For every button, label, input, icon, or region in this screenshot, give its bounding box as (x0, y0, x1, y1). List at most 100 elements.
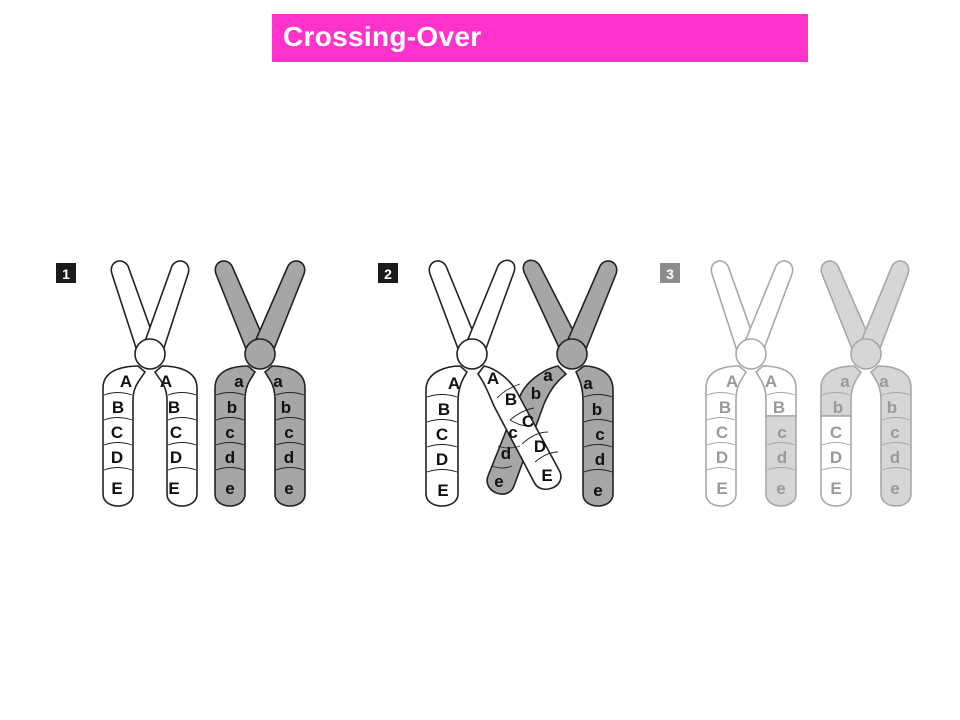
chromatid-right (153, 365, 198, 507)
allele-label: B (168, 398, 180, 417)
allele-label: e (890, 479, 899, 498)
centromere (556, 338, 588, 370)
allele-label: d (501, 444, 511, 463)
step-3-chromosome-dark (820, 260, 912, 507)
step-2: 2 (378, 259, 618, 507)
allele-label: c (890, 423, 899, 442)
allele-label: d (777, 448, 787, 467)
chromatid-right-lower (765, 415, 797, 507)
centromere (850, 338, 882, 370)
chromatid-arm (464, 259, 516, 356)
allele-label: C (522, 412, 534, 431)
allele-label: e (593, 481, 602, 500)
centromere (456, 338, 488, 370)
step-3-labels-dark: a b C D E a b c d e (830, 372, 900, 498)
chromatid-left (214, 365, 257, 507)
allele-label: b (281, 398, 291, 417)
allele-label: c (595, 425, 604, 444)
allele-label: E (716, 479, 727, 498)
page-title: Crossing-Over (283, 21, 482, 52)
allele-label: E (111, 479, 122, 498)
step-3: 3 A B C D E A B c d e (660, 260, 912, 507)
step-1: 1 A B C D E A B C D E (56, 260, 306, 507)
chromatid-arm (858, 260, 910, 356)
allele-label: b (531, 384, 541, 403)
allele-label: D (436, 450, 448, 469)
allele-label: C (170, 423, 182, 442)
allele-label: c (777, 423, 786, 442)
allele-label: e (776, 479, 785, 498)
allele-label: e (494, 472, 503, 491)
allele-label: D (111, 448, 123, 467)
allele-label: b (227, 398, 237, 417)
centromere (134, 338, 166, 370)
allele-label: A (160, 372, 172, 391)
allele-label: e (284, 479, 293, 498)
allele-label: D (534, 437, 546, 456)
chromatid-right (263, 365, 306, 507)
allele-label: d (225, 448, 235, 467)
allele-label: D (716, 448, 728, 467)
allele-label: a (234, 372, 244, 391)
allele-label: E (541, 466, 552, 485)
allele-label: C (436, 425, 448, 444)
step-3-number: 3 (666, 266, 674, 282)
chromatid-arm (143, 260, 190, 356)
allele-label: a (273, 372, 283, 391)
allele-label: c (284, 423, 293, 442)
step-1-chromosome-light (102, 260, 198, 507)
title-banner: Crossing-Over (272, 14, 808, 62)
allele-label: a (543, 366, 553, 385)
step-2-badge (378, 263, 398, 283)
chromatid-arm (564, 260, 618, 356)
allele-label: C (716, 423, 728, 442)
allele-label: B (505, 390, 517, 409)
allele-label: e (225, 479, 234, 498)
allele-label: D (830, 448, 842, 467)
step-1-chromosome-dark (214, 260, 306, 507)
allele-label: E (168, 479, 179, 498)
step-3-badge (660, 263, 680, 283)
chromatid-right (574, 365, 614, 507)
allele-label: B (112, 398, 124, 417)
allele-label: a (583, 374, 593, 393)
allele-label: d (890, 448, 900, 467)
allele-label: d (595, 450, 605, 469)
allele-label: B (773, 398, 785, 417)
allele-label: A (487, 369, 499, 388)
centromere (244, 338, 276, 370)
allele-label: C (111, 423, 123, 442)
allele-label: b (887, 398, 897, 417)
allele-label: E (830, 479, 841, 498)
step-3-chromosome-light (705, 260, 797, 507)
allele-label: a (840, 372, 850, 391)
chromatid-left (425, 365, 469, 507)
allele-label: D (170, 448, 182, 467)
chromatid-left (705, 365, 748, 507)
allele-label: C (830, 423, 842, 442)
allele-label: B (719, 398, 731, 417)
allele-label: a (879, 372, 889, 391)
step-2-labels: A B C D E A B C D E a b c d e a b c d e (436, 366, 605, 500)
chromatid-arm (742, 260, 794, 356)
chromatid-arm (252, 260, 306, 356)
allele-label: A (448, 374, 460, 393)
chromatid-left (102, 365, 147, 507)
step-2-chromosomes (425, 259, 618, 507)
step-1-badge (56, 263, 76, 283)
chromatid-left-lower (820, 415, 852, 507)
step-2-number: 2 (384, 266, 392, 282)
allele-label: b (833, 398, 843, 417)
allele-label: d (284, 448, 294, 467)
allele-label: A (726, 372, 738, 391)
step-1-number: 1 (62, 266, 70, 282)
allele-label: A (765, 372, 777, 391)
allele-label: A (120, 372, 132, 391)
step-3-labels-light: A B C D E A B c d e (716, 372, 787, 498)
allele-label: B (438, 400, 450, 419)
chromatid-right (869, 365, 912, 507)
allele-label: E (437, 481, 448, 500)
centromere (735, 338, 767, 370)
step-1-labels-light: A B C D E A B C D E (111, 372, 182, 498)
